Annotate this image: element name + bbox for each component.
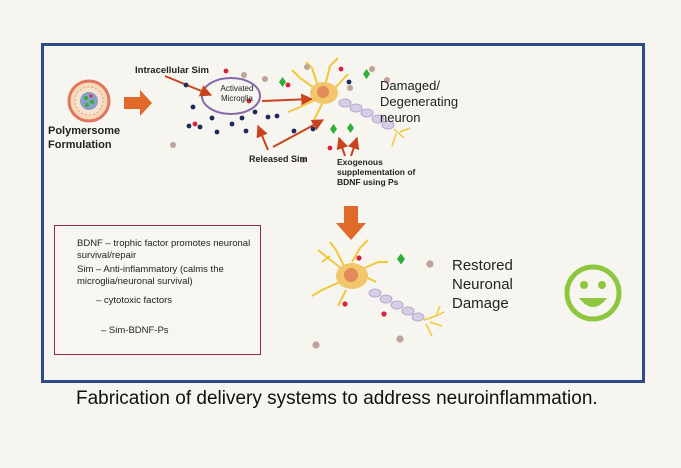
polymersome-icon [67, 79, 111, 123]
exogenous-arrow-2 [347, 136, 360, 157]
restored-label: Restored Neuronal Damage [452, 257, 513, 312]
legend-bdnf: BDNF – trophic factor promotes neuronal … [77, 238, 251, 261]
sim-particles [192, 66, 387, 317]
legend-cytotoxic: – cytotoxic factors [96, 295, 173, 306]
restoration-arrow [336, 206, 366, 240]
intracellular-sim-label: Intracellular Sim [135, 65, 209, 76]
tan-particles [170, 64, 434, 349]
bdnf-particles [279, 69, 405, 265]
cytotoxic-particles [183, 79, 352, 135]
figure-caption: Fabrication of delivery systems to addre… [76, 388, 598, 409]
legend-sim-bdnf-ps: – Sim-BDNF-Ps [101, 325, 169, 336]
legend-box [54, 225, 261, 355]
released-sim-label: Released Sim [249, 154, 308, 164]
restored-neuron-icon [311, 239, 445, 337]
smiley-icon [564, 264, 622, 322]
damaged-neuron-label: Damaged/ Degenerating neuron [380, 78, 459, 125]
formulation-arrow [124, 90, 152, 116]
activated-microglia-label: Activated Microglia [220, 84, 254, 103]
polymersome-label: Polymersome Formulation [48, 125, 121, 151]
released-sim-arrow-2 [272, 119, 325, 148]
legend-sim: Sim – Anti-inflammatory (calms the micro… [77, 264, 224, 287]
neuron-icon [287, 57, 411, 147]
exogenous-label: Exogenous supplementation of BDNF using … [337, 157, 416, 187]
exogenous-arrow [336, 136, 349, 157]
released-sim-arrow-1 [256, 124, 269, 151]
microglia-to-neuron-arrow [261, 93, 314, 106]
